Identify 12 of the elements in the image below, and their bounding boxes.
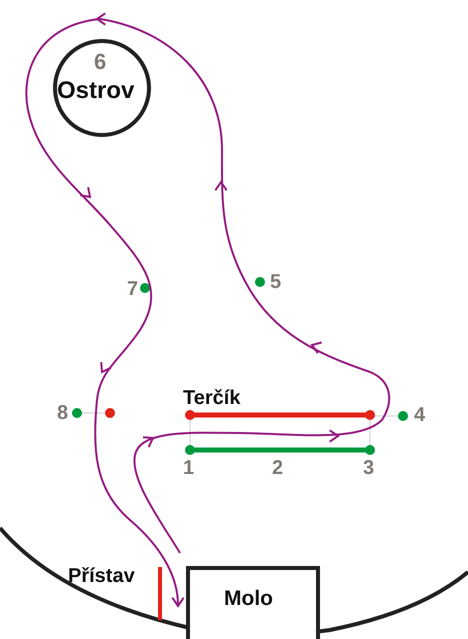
buoy-number: 8 xyxy=(57,403,68,423)
target-label: Terčík xyxy=(183,388,240,408)
line-number: 2 xyxy=(272,458,284,478)
buoy-number: 4 xyxy=(414,405,426,425)
buoy-number: 7 xyxy=(127,279,138,299)
island-number: 6 xyxy=(94,51,106,73)
line-number: 3 xyxy=(363,458,374,478)
harbour-label: Přístav xyxy=(68,566,135,586)
buoy-number: 5 xyxy=(270,272,282,292)
line-number: 1 xyxy=(183,458,194,478)
island-label: Ostrov xyxy=(57,79,134,103)
pier-label: Molo xyxy=(224,588,273,609)
